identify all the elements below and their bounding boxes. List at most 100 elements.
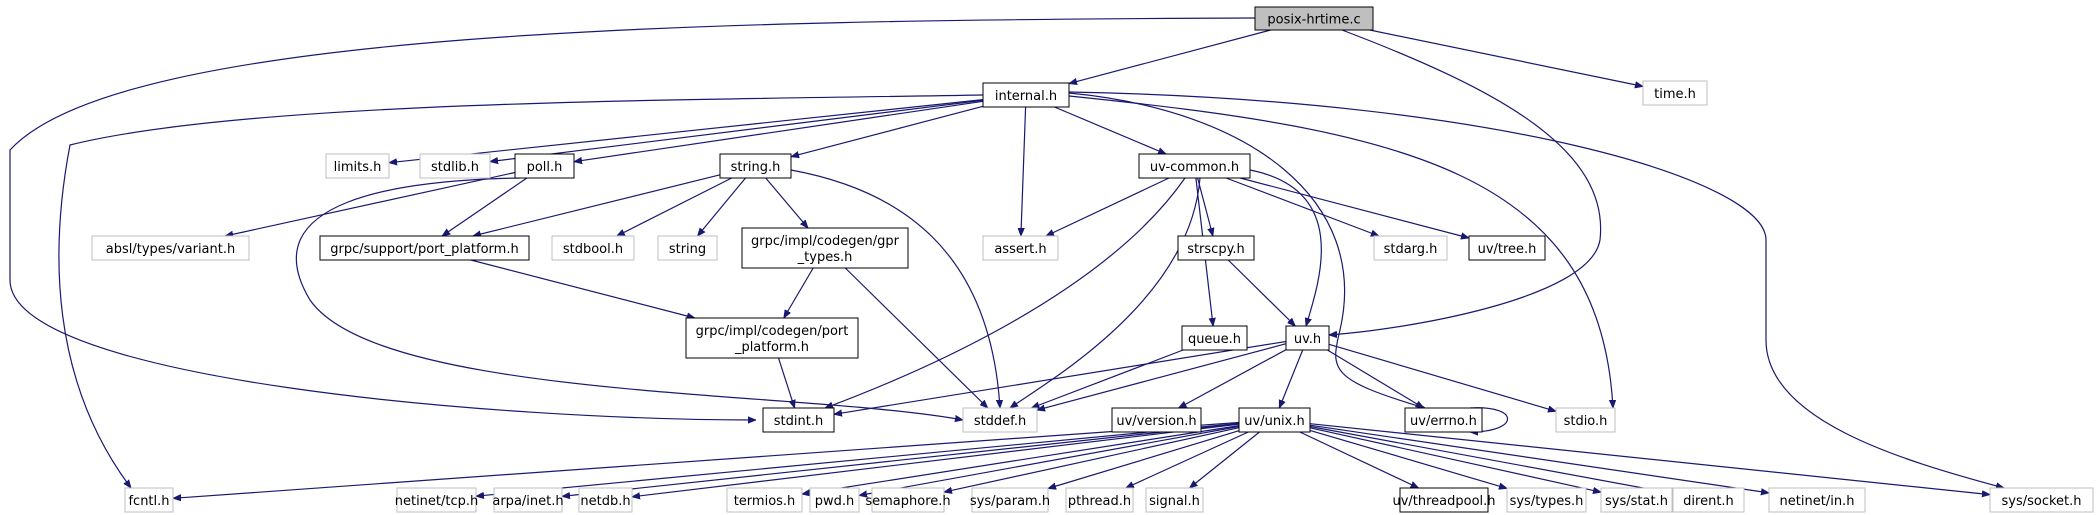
node-box [578,487,633,513]
edge-uv-common-to-stdint [825,177,1186,408]
node-assert: assert.h [982,235,1059,261]
node-box [726,487,803,513]
node-label: grpc/impl/codegen/port [696,324,849,339]
edge-uv-unix-to-pthread [1126,431,1249,489]
edge-uv-unix-to-arpa-inet [562,423,1240,497]
node-time: time.h [1642,80,1708,106]
node-uv-threadpool[interactable]: uv/threadpool.h [1392,487,1496,513]
node-label: arpa/inet.h [492,494,563,509]
node-box [1600,487,1673,513]
node-box [685,317,859,359]
node-uv-unix[interactable]: uv/unix.h [1238,407,1311,433]
node-box [1768,487,1866,513]
node-queue[interactable]: queue.h [1181,325,1248,351]
node-box [719,153,792,179]
node-box [971,487,1049,513]
node-uv-common[interactable]: uv-common.h [1138,153,1251,179]
edge-internal-to-uv-errno [1068,92,1425,408]
node-label: termios.h [734,494,796,509]
node-netdb: netdb.h [578,487,633,513]
edge-uv-common-to-uv [1249,169,1322,326]
node-label: string.h [731,160,781,175]
node-label: pwd.h [815,494,855,509]
node-box [762,407,835,433]
node-box [741,227,909,269]
edge-uv-to-uv-errno [1327,349,1423,408]
node-stdio: stdio.h [1555,407,1616,433]
node-box [1555,407,1616,433]
node-poll[interactable]: poll.h [514,153,575,179]
node-box [1642,80,1708,106]
edge-uv-unix-to-termios [802,425,1240,495]
node-grpc-support-pp[interactable]: grpc/support/port_platform.h [319,235,530,261]
node-label: uv/unix.h [1244,414,1304,429]
node-limits: limits.h [325,153,390,179]
edge-uv-to-stddef [1037,343,1287,410]
node-string-h[interactable]: string.h [719,153,792,179]
edge-uv-common-to-stdarg [1225,177,1379,236]
node-posix-hrtime[interactable]: posix-hrtime.c [1254,6,1374,31]
node-label: sys/types.h [1510,494,1584,509]
node-label: _types.h [797,250,853,265]
edge-uv-unix-to-fcntl [173,421,1240,499]
node-box [1138,153,1251,179]
node-fcntl: fcntl.h [124,487,174,513]
node-box [493,487,563,513]
node-uv-version[interactable]: uv/version.h [1111,407,1202,433]
edge-uv-to-stdint [834,340,1287,415]
edge-uv-unix-to-netinet-tcp [476,422,1240,496]
edge-uv-errno-to-uv-errno [1469,407,1509,432]
edge-uv-to-uv-unix [1278,349,1304,408]
edges-layer [9,17,2004,499]
edge-gpr-types-to-stddef [844,267,988,408]
edge-codegen-pp-to-stdint [777,357,795,408]
edge-internal-to-sys-socket [1068,91,2004,488]
edge-posix-hrtime-to-internal [1069,29,1271,84]
node-box [1285,325,1330,351]
edge-internal-to-stdlib [490,99,984,161]
node-box [982,82,1070,108]
node-label: strscpy.h [1187,242,1245,257]
node-label: poll.h [527,160,563,175]
node-uv[interactable]: uv.h [1285,325,1330,351]
edge-grpc-support-pp-to-codegen-pp [470,259,695,318]
edge-uv-unix-to-netinet-in [1309,424,1769,493]
node-strscpy[interactable]: strscpy.h [1177,235,1255,261]
node-label: sys/socket.h [2001,494,2081,509]
node-label: uv/threadpool.h [1392,494,1495,509]
node-gpr-types[interactable]: grpc/impl/codegen/gpr_types.h [741,227,909,269]
edge-internal-to-uv-common [1054,106,1167,155]
node-netinet-in: netinet/in.h [1768,487,1866,513]
node-stdint[interactable]: stdint.h [762,407,835,433]
node-arpa-inet: arpa/inet.h [492,487,564,513]
node-box [1254,6,1374,31]
node-label: semaphore.h [865,494,950,509]
node-codegen-pp[interactable]: grpc/impl/codegen/port_platform.h [685,317,859,359]
node-netinet-tcp: netinet/tcp.h [395,487,479,513]
node-box [1238,407,1311,433]
edge-uv-unix-to-signal [1190,431,1260,488]
node-pwd: pwd.h [809,487,860,513]
node-box [325,153,390,179]
node-label: stdlib.h [431,160,479,175]
node-signal: signal.h [1145,487,1204,513]
node-box [91,235,250,261]
edge-uv-unix-to-uv-threadpool [1299,431,1419,489]
node-box [419,153,491,179]
node-label: uv-common.h [1150,160,1239,175]
node-box [1468,235,1546,261]
node-pthread: pthread.h [1065,487,1134,513]
node-label: fcntl.h [128,494,169,509]
node-uv-errno[interactable]: uv/errno.h [1404,407,1483,433]
edge-internal-to-string-h [791,105,984,156]
node-uv-tree[interactable]: uv/tree.h [1468,235,1546,261]
node-box [1065,487,1134,513]
node-label: netinet/tcp.h [395,494,479,509]
node-label: internal.h [995,89,1057,104]
edge-uv-to-uv-version [1179,349,1287,409]
node-label: uv.h [1294,332,1321,347]
node-internal[interactable]: internal.h [982,82,1070,108]
node-box [551,235,635,261]
node-absl-variant: absl/types/variant.h [91,235,250,261]
